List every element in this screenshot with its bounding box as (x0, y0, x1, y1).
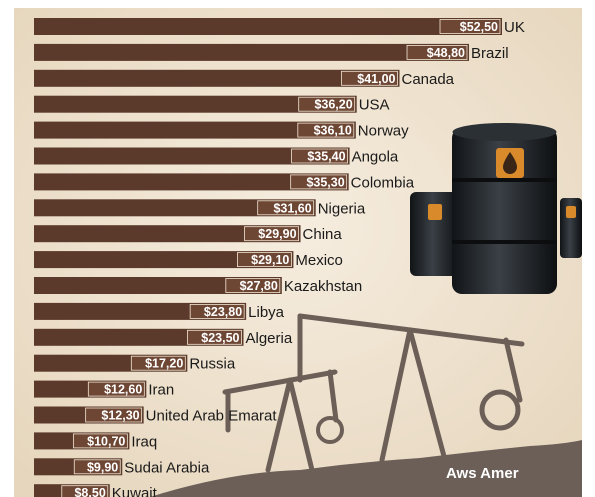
value-label-5: $35,40 (307, 150, 345, 164)
bar-4 (34, 121, 356, 139)
category-label-8: China (303, 226, 343, 243)
value-box-11 (189, 303, 245, 319)
bar-9 (34, 251, 294, 269)
bars-layer: $52,50 UK $48,80 Brazil $41,00 Canada $36,20 US… (34, 18, 525, 497)
value-label-11: $23,80 (204, 305, 242, 319)
value-box-15 (85, 407, 143, 423)
category-label-2: Canada (401, 71, 454, 88)
value-box-0 (439, 19, 501, 34)
category-label-1: Brazil (471, 45, 509, 62)
category-label-10: Kazakhstan (284, 278, 362, 295)
value-box-1 (406, 45, 468, 60)
value-label-2: $41,00 (357, 72, 395, 86)
bar-1 (34, 43, 470, 61)
value-label-18: $8,50 (74, 486, 105, 497)
value-box-8 (244, 226, 299, 242)
category-label-16: Iraq (131, 433, 157, 450)
value-box-13 (130, 355, 186, 371)
bar-7 (34, 199, 316, 217)
value-box-17 (73, 459, 121, 475)
category-label-18: Kuwait (112, 485, 158, 497)
watermark-text: Aws Amer (446, 465, 519, 482)
category-label-4: Norway (358, 123, 409, 140)
bar-3 (34, 95, 357, 113)
value-label-4: $36,10 (314, 124, 352, 138)
bar-8 (34, 225, 301, 243)
value-label-3: $36,20 (314, 98, 352, 112)
bar-10 (34, 277, 282, 294)
value-box-2 (341, 70, 398, 86)
category-label-17: Sudai Arabia (124, 459, 210, 476)
value-label-17: $9,90 (87, 460, 118, 474)
value-label-15: $12,30 (101, 409, 139, 423)
category-label-6: Colombia (351, 174, 415, 191)
value-box-4 (297, 122, 355, 138)
category-label-0: UK (504, 19, 525, 36)
bar-5 (34, 147, 350, 165)
value-label-16: $10,70 (87, 434, 125, 448)
oil-barrel-icon (410, 123, 582, 294)
value-label-6: $35,30 (306, 175, 344, 189)
category-label-15: United Arab Emarat (146, 408, 278, 425)
value-label-14: $12,60 (104, 383, 142, 397)
value-label-8: $29,90 (258, 227, 296, 241)
category-label-12: Algeria (245, 330, 292, 347)
terrain-silhouette (150, 440, 582, 497)
value-box-16 (72, 433, 128, 449)
value-label-10: $27,80 (240, 279, 278, 293)
category-label-14: Iran (148, 382, 174, 399)
bar-0 (34, 18, 502, 35)
value-label-1: $48,80 (427, 46, 465, 60)
category-label-5: Angola (352, 149, 399, 166)
category-label-7: Nigeria (318, 200, 366, 217)
value-box-6 (290, 174, 348, 190)
value-box-5 (291, 148, 348, 164)
bar-6 (34, 173, 349, 191)
category-label-9: Mexico (295, 252, 343, 269)
value-box-3 (298, 96, 356, 112)
bar-2 (34, 69, 400, 87)
category-label-13: Russia (189, 356, 236, 373)
value-label-13: $17,20 (145, 357, 183, 371)
value-box-9 (237, 252, 292, 268)
value-label-9: $29,10 (251, 253, 289, 267)
value-box-14 (87, 381, 145, 397)
value-box-18 (61, 485, 109, 497)
value-box-12 (187, 329, 242, 345)
value-label-12: $23,50 (201, 331, 239, 345)
value-label-7: $31,60 (273, 201, 311, 215)
category-label-11: Libya (248, 304, 285, 321)
value-box-7 (257, 200, 315, 216)
category-label-3: USA (359, 97, 390, 114)
oil-pumpjack-icon (222, 313, 525, 473)
value-box-10 (225, 278, 281, 293)
value-label-0: $52,50 (460, 20, 498, 34)
